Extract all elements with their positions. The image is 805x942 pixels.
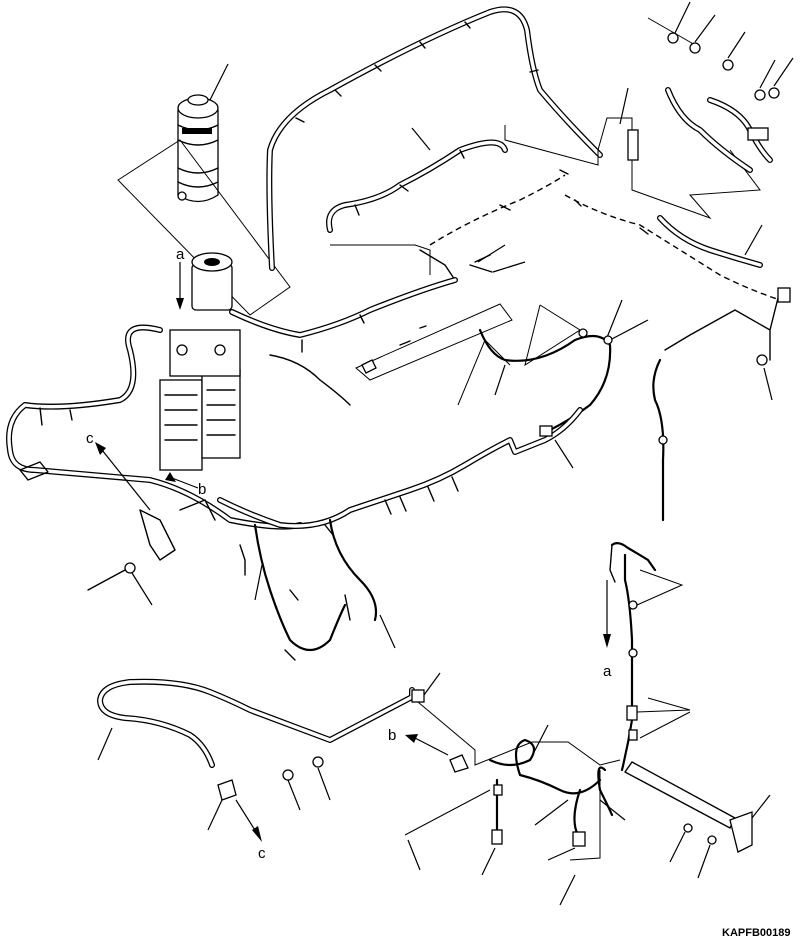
right-bent-tube [657,215,763,268]
view-c-arrow-lower: c [235,799,266,862]
figure-code: KAPFB00189 [722,927,790,939]
valve-assembly [159,252,241,471]
view-c-label-lower: c [258,845,266,862]
view-a-label-lower: a [603,663,612,680]
harness-left-loop [6,324,303,530]
bottom-right-bracket [624,761,736,829]
view-c-label-upper: c [86,430,94,447]
view-a-arrow-upper: a [176,246,185,310]
view-b-label-lower: b [388,727,396,744]
view-b-arrow-lower: b [388,727,449,756]
bottom-center-harness [488,738,602,795]
lower-harness-main [217,407,583,529]
bottom-left-plug [217,779,237,801]
section-frame-top [504,117,761,220]
upper-tube [266,6,603,271]
view-c-arrow-upper: c [86,430,151,511]
view-b-arrow-upper: b [165,472,206,498]
view-b-label-upper: b [198,481,206,498]
dashed-harness-right [429,174,781,301]
reservoir-tank [177,94,219,203]
view-a-label-upper: a [176,246,185,263]
view-a-arrow-lower: a [603,580,612,680]
tank-leader [209,63,229,101]
center-harness-upper [326,139,508,233]
connector-cluster-top-right [667,32,780,141]
